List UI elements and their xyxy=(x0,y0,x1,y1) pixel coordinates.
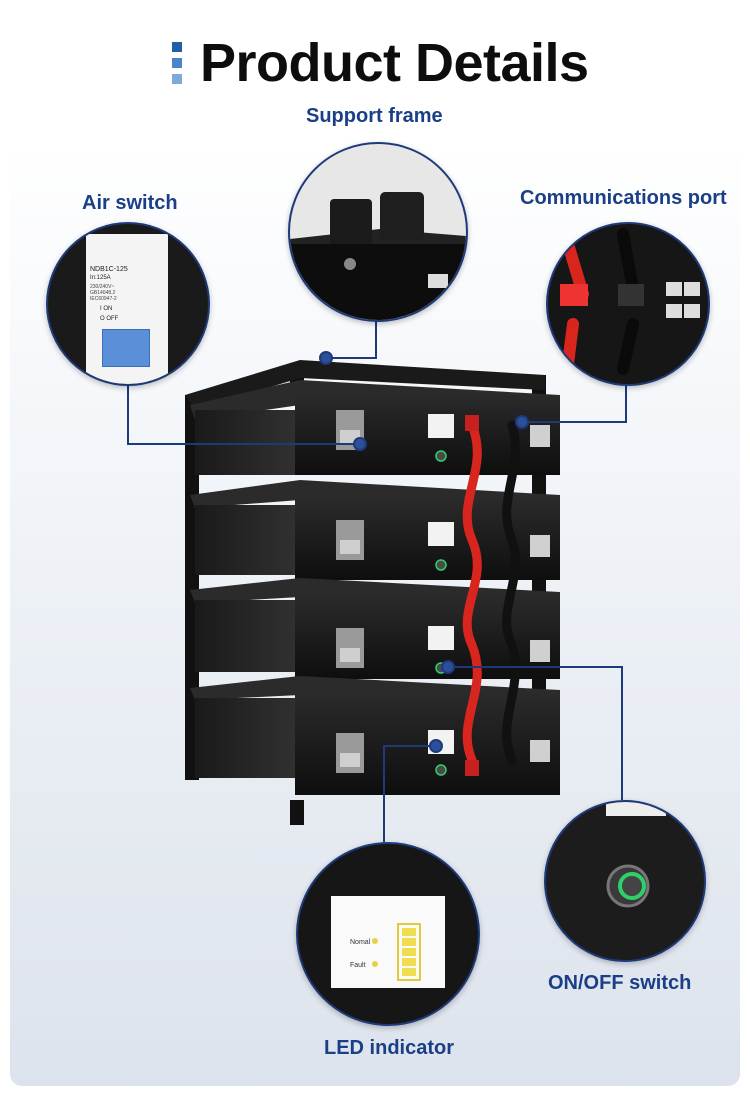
on-off-switch-marker xyxy=(441,660,455,674)
led-indicator-marker xyxy=(429,739,443,753)
air-switch-closeup: NDB1C-125 In:125A 230/240V~ GB14048.2 IE… xyxy=(46,222,210,386)
support-frame-label: Support frame xyxy=(306,105,443,127)
led-normal-label: Nomal xyxy=(350,939,371,946)
page-title: Product Details xyxy=(200,33,589,93)
breaker-rating: In:125A xyxy=(90,275,111,281)
breaker-on-label: I ON xyxy=(100,306,113,312)
breaker-toggle xyxy=(102,329,150,367)
breaker-spec-3: IEC60947-2 xyxy=(90,296,117,302)
communications-port-marker xyxy=(515,415,529,429)
breaker-body: NDB1C-125 In:125A 230/240V~ GB14048.2 IE… xyxy=(86,234,168,384)
on-off-switch-closeup xyxy=(544,800,706,962)
support-frame-closeup xyxy=(288,142,468,322)
breaker-spec-1: 230/240V~ xyxy=(90,284,115,290)
led-indicator-label: LED indicator xyxy=(324,1037,455,1059)
air-switch-marker xyxy=(353,437,367,451)
led-indicator-closeup: Nomal Fault xyxy=(296,842,480,1026)
led-fault-label: Fault xyxy=(350,962,366,969)
title-accent-bars xyxy=(172,42,182,88)
support-frame-marker xyxy=(319,351,333,365)
breaker-off-label: O OFF xyxy=(100,316,119,322)
breaker-spec-2: GB14048.2 xyxy=(90,290,116,296)
communications-port-closeup xyxy=(546,222,710,386)
air-switch-label: Air switch xyxy=(82,192,178,214)
communications-port-label: Communications port xyxy=(520,187,727,209)
on-off-switch-label: ON/OFF switch xyxy=(548,972,692,994)
page-header: Product Details xyxy=(0,30,750,100)
breaker-model: NDB1C-125 xyxy=(90,266,128,273)
battery-module-1 xyxy=(190,380,560,475)
